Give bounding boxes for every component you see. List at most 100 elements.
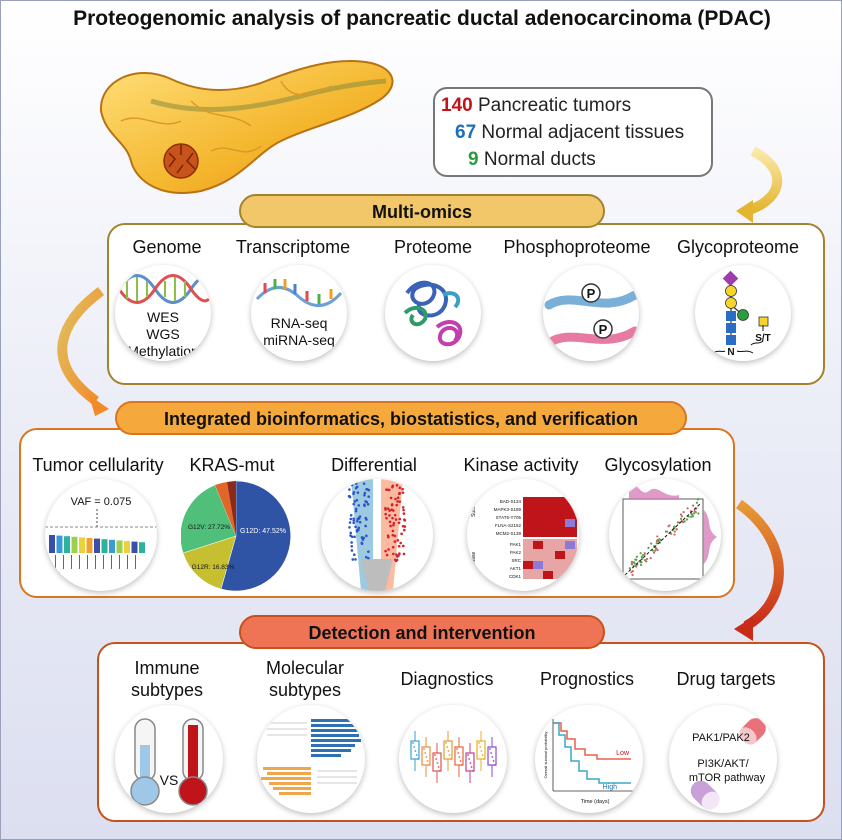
volcano-dot <box>385 488 388 491</box>
glyco-dot <box>641 557 644 560</box>
kras-pie: G12D: 47.52% G12V: 27.72% G12R: 16.83% <box>180 480 291 592</box>
glyco-dot <box>634 558 637 561</box>
volcano-dot <box>388 509 391 512</box>
volcano-dot <box>350 549 354 552</box>
volcano-dot <box>396 539 400 542</box>
volcano-dot <box>391 484 395 488</box>
glyco-dot <box>695 501 699 504</box>
tumor-label: Pancreatic tumors <box>477 95 632 116</box>
kinase-label-2: PAK2 <box>510 550 522 555</box>
km-ylabel: Overall survival probability <box>543 732 548 779</box>
volcano-dot <box>364 524 367 528</box>
volcano-dot <box>365 534 368 538</box>
volcano-dot <box>393 540 397 543</box>
volcano-dot <box>392 523 395 527</box>
volcano-plot <box>347 479 407 591</box>
glyco-dot <box>680 515 684 518</box>
volcano-dot <box>363 491 367 495</box>
glyco-dot <box>635 565 638 568</box>
volcano-dot <box>364 555 368 559</box>
glyco-dot <box>685 518 689 521</box>
volcano-dot <box>355 498 359 502</box>
glyco-dot <box>632 561 636 564</box>
volcano-dot <box>357 526 361 530</box>
molecular-bar-chart <box>261 719 361 795</box>
glyco-dot <box>652 551 656 554</box>
kinase-kinase-axis: Kinase <box>471 551 477 567</box>
phosphoprotein-icon: P P <box>544 283 639 348</box>
diagnostic-box <box>410 740 420 760</box>
volcano-dot <box>396 496 400 500</box>
diagnostics-circle <box>399 705 507 813</box>
immune-label-line1: Immune <box>134 658 200 678</box>
volcano-dot <box>392 521 396 525</box>
volcano-dot <box>395 503 399 507</box>
volcano-dot <box>401 544 405 548</box>
volcano-dot <box>384 508 387 511</box>
volcano-dot <box>387 548 390 551</box>
volcano-dot <box>390 503 394 507</box>
volcano-dot <box>398 552 401 555</box>
glyco-dot <box>686 507 689 510</box>
pill-red-icon <box>739 718 766 745</box>
drug-targets-circle: PAK1/PAK2 PI3K/AKT/ mTOR pathway <box>669 705 777 813</box>
vaf-bar <box>109 539 115 553</box>
volcano-dot <box>390 508 394 511</box>
ducts-count: 9 <box>468 149 479 170</box>
arrow-multiomics-to-integrated <box>57 287 105 406</box>
volcano-dot <box>355 519 359 523</box>
volcano-dot <box>367 556 370 560</box>
glyco-dot <box>679 517 683 520</box>
vaf-bar <box>71 536 78 553</box>
pancreas-illustration <box>99 60 394 194</box>
pill-purple-icon <box>690 780 720 810</box>
vaf-bar-chart: VAF = 0.075 <box>45 496 157 569</box>
glyco-dot <box>639 552 642 555</box>
volcano-dot <box>348 488 351 491</box>
phosphoproteome-label: Phosphoproteome <box>503 237 651 257</box>
vaf-bar <box>101 539 108 553</box>
glyco-dot <box>640 555 643 559</box>
vaf-bar <box>64 536 70 553</box>
volcano-dot <box>402 552 406 556</box>
glyco-dot <box>641 554 644 557</box>
vaf-bar <box>79 537 85 553</box>
glyco-dot <box>639 563 643 567</box>
target-mtor: mTOR pathway <box>689 772 766 784</box>
substrate-label-4: FLNA-S2152 <box>495 523 522 528</box>
glyco-scatter <box>622 483 717 580</box>
volcano-dot <box>364 500 367 503</box>
glyco-dot <box>631 570 634 573</box>
kras-mut-label: KRAS-mut <box>189 455 275 475</box>
ducts-label: Normal ducts <box>483 149 596 170</box>
volcano-dot <box>391 529 395 533</box>
volcano-dot <box>367 488 371 492</box>
volcano-dot <box>384 549 387 553</box>
volcano-dot <box>393 534 397 538</box>
volcano-dot <box>397 544 401 548</box>
volcano-dot <box>402 528 406 532</box>
volcano-dot <box>363 503 366 506</box>
glyco-dot <box>649 556 652 560</box>
volcano-dot <box>357 504 361 507</box>
volcano-dot <box>398 486 402 490</box>
volcano-dot <box>399 541 402 545</box>
volcano-dot <box>348 521 352 524</box>
glyco-dot <box>643 559 647 562</box>
kras-slice-g12v <box>180 484 237 554</box>
volcano-dot <box>400 532 403 536</box>
transcriptome-label: Transcriptome <box>235 237 351 257</box>
diagnostic-box <box>465 752 475 772</box>
kinase-label-1: PAK1 <box>510 542 522 547</box>
volcano-dot <box>395 553 398 556</box>
volcano-dot <box>352 521 356 525</box>
km-low-risk <box>553 722 631 760</box>
glyco-dot <box>687 515 690 518</box>
glyco-dot <box>651 549 654 552</box>
diagnostic-box <box>432 752 442 772</box>
volcano-dot <box>384 512 387 516</box>
volcano-dot <box>403 525 407 528</box>
glyco-dot <box>664 530 668 533</box>
volcano-dot <box>354 486 358 490</box>
